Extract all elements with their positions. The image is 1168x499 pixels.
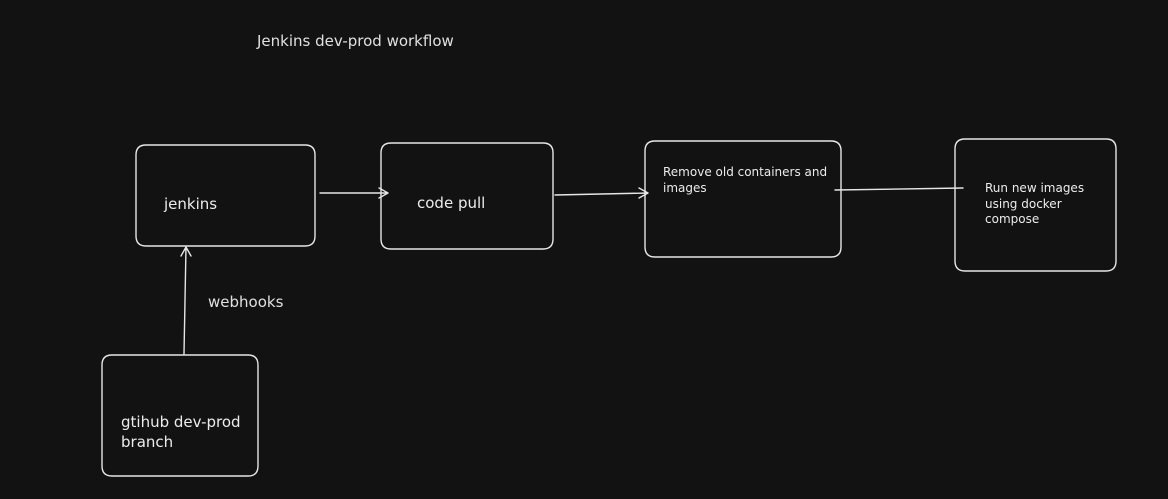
github-box[interactable] [101,354,259,477]
github-branch-label: gtihub dev-prod branch [121,413,241,451]
arrow-remove-to-run [834,187,964,191]
arrow-code-pull-to-remove [554,187,649,199]
run-new-label: Run new images using docker compose [985,181,1085,227]
run-new-box[interactable] [954,138,1117,272]
remove-old-label: Remove old containers and images [663,165,828,195]
code-pull-box[interactable] [380,142,554,250]
jenkins-label: jenkins [164,195,218,213]
remove-old-box[interactable] [644,140,842,258]
arrow-github-to-jenkins [180,246,192,355]
code-pull-label: code pull [417,194,486,212]
webhooks-label: webhooks [208,293,284,311]
diagram-title: Jenkins dev-prod workflow [257,32,454,50]
arrow-jenkins-to-code-pull [319,187,389,199]
jenkins-box[interactable] [135,144,316,247]
